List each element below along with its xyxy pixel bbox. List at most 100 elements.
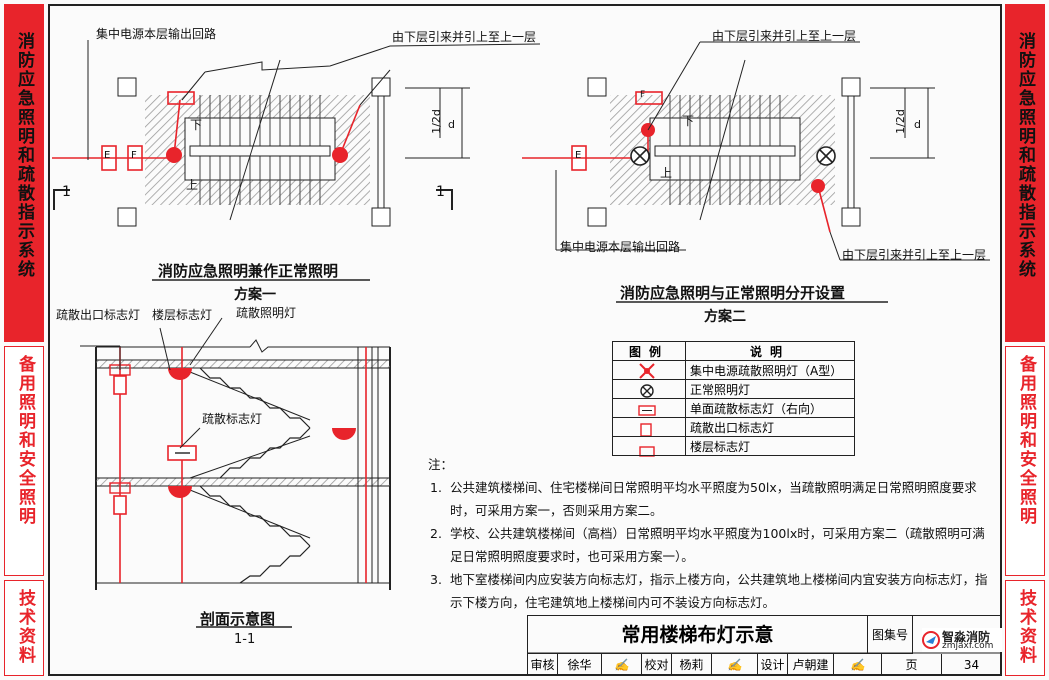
plan1-floor-sign-icon — [167, 91, 195, 105]
plan2-column — [587, 207, 607, 227]
plan2-floor-sign-icon — [635, 91, 663, 105]
watermark-logo: 智淼消防 zmjaxf.com — [922, 628, 1002, 652]
title-block: 常用楼梯布灯示意 图集号 审核 徐华 ✍ 校对 杨莉 ✍ 设计 卢朝建 ✍ 页 … — [527, 615, 1001, 676]
left-sidebar-tech-label: 技术资料 — [15, 589, 35, 665]
plan-scheme-one — [52, 40, 541, 281]
design-label: 设计 — [758, 654, 788, 676]
left-sidebar-section-backup: 备用照明和安全照明 — [4, 346, 44, 576]
section-stair-slope — [189, 435, 311, 479]
check-label: 校对 — [642, 654, 672, 676]
watermark-brand: 智淼消防 — [942, 630, 991, 644]
note-text: 公共建筑楼梯间、住宅楼梯间日常照明平均水平照度为50lx，当疏散照明满足日常照明… — [450, 480, 977, 518]
plan2-circuit-label: 集中电源本层输出回路 — [560, 240, 681, 254]
atlas-number-label: 图集号 — [868, 616, 913, 654]
section-view — [80, 317, 391, 628]
note-item: 1. 公共建筑楼梯间、住宅楼梯间日常照明平均水平照度为50lx，当疏散照明满足日… — [428, 476, 988, 522]
legend-desc: 楼层标志灯 — [685, 436, 855, 456]
page-number: 34 — [963, 658, 980, 672]
section-slab — [95, 477, 391, 487]
checker-signature: ✍ — [712, 654, 758, 676]
plan1-dim-half: 1/2d — [429, 109, 443, 134]
section-exit-sign-label: 疏散出口标志灯 — [56, 308, 141, 322]
right-sidebar-section-tech: 技术资料 — [1005, 580, 1045, 676]
left-sidebar-section-fire: 消防应急照明和疏散指示系统 — [4, 4, 44, 342]
plan1-up-label: 上 — [186, 178, 199, 192]
plan2-dim-half: 1/2d — [893, 109, 907, 134]
left-sidebar-title: 消防应急照明和疏散指示系统 — [14, 32, 34, 279]
section-floor-sign-icon — [109, 482, 131, 494]
section-label-leader — [159, 327, 171, 371]
legend-table: 图例 说明 集中电源疏散照明灯（A型） 正常照明灯 单面疏散标志灯（右向） 疏散… — [612, 341, 855, 456]
legend-symbol-cell — [612, 360, 686, 380]
legend-row: 单面疏散标志灯（右向） — [612, 398, 855, 418]
legend-row: 集中电源疏散照明灯（A型） — [612, 360, 855, 380]
checker-name: 杨莉 — [672, 654, 712, 676]
legend-desc: 单面疏散标志灯（右向） — [685, 398, 855, 418]
note-number: 3. — [430, 572, 442, 587]
legend-row: 楼层标志灯 — [612, 436, 855, 456]
section-stair-slope — [179, 485, 311, 539]
reviewer-name: 徐华 — [558, 654, 602, 676]
legend-header: 图例 说明 — [612, 341, 855, 361]
plan2-normal-light-icon — [630, 146, 650, 166]
right-sidebar-section-backup: 备用照明和安全照明 — [1005, 346, 1045, 576]
right-sidebar-title: 消防应急照明和疏散指示系统 — [1015, 32, 1035, 279]
drawing-frame — [48, 4, 1002, 676]
plan-scheme-two — [522, 41, 990, 303]
designer-signature: ✍ — [834, 654, 882, 676]
plan1-scheme: 方案一 — [234, 287, 276, 303]
section-evacuation-light-icon — [168, 368, 192, 380]
section-evacuation-light-icon — [168, 486, 192, 498]
brand-logo-icon — [922, 631, 940, 649]
legend-header-desc: 说明 — [685, 341, 855, 361]
plan2-leader-line — [647, 41, 701, 131]
plan2-circuit-line — [817, 185, 831, 233]
plan2-sign-f: F — [640, 90, 646, 100]
note-number: 1. — [430, 480, 442, 495]
plan1-circuit-line — [339, 104, 361, 156]
section-stair-slope — [179, 367, 311, 421]
reviewer-signature: ✍ — [602, 654, 642, 676]
left-sidebar-section-tech: 技术资料 — [4, 580, 44, 676]
section-label-leader — [189, 317, 223, 366]
plan2-up-label: 上 — [660, 166, 673, 180]
notes-label: 注： — [428, 457, 454, 472]
plan2-column — [841, 77, 861, 97]
section-caption-sub: 1-1 — [234, 632, 256, 647]
legend-header-symbol: 图例 — [612, 341, 686, 361]
review-label: 审核 — [528, 654, 558, 676]
section-slab — [95, 359, 391, 369]
right-sidebar-backup-label: 备用照明和安全照明 — [1016, 355, 1036, 526]
right-sidebar-section-fire: 消防应急照明和疏散指示系统 — [1005, 4, 1045, 342]
notes-block: 注： 1. 公共建筑楼梯间、住宅楼梯间日常照明平均水平照度为50lx，当疏散照明… — [428, 453, 988, 614]
plan1-column — [117, 77, 137, 97]
plan2-dim-d: d — [914, 118, 921, 131]
plan2-down-label: 下 — [682, 114, 695, 128]
plan2-break-line — [699, 59, 746, 221]
plan1-down-label: 下 — [190, 118, 203, 132]
legend-row: 疏散出口标志灯 — [612, 417, 855, 437]
plan1-circuit-label: 集中电源本层输出回路 — [96, 27, 217, 41]
plan1-leader-line — [181, 71, 206, 101]
section-evac-light-label: 疏散照明灯 — [236, 306, 297, 320]
section-exit-sign-icon — [113, 375, 127, 395]
note-item: 2. 学校、公共建筑楼梯间（高档）日常照明平均水平照度为100lx时，可采用方案… — [428, 522, 988, 568]
plan1-sign-f: F — [131, 150, 137, 161]
plan1-dim-d: d — [448, 118, 455, 131]
section-caption: 剖面示意图 — [200, 610, 276, 628]
right-sidebar-tech-label: 技术资料 — [1016, 589, 1036, 665]
plan1-section-mark-right: 1 — [436, 184, 445, 200]
legend-desc: 疏散出口标志灯 — [685, 417, 855, 437]
plan2-caption: 消防应急照明与正常照明分开设置 — [620, 284, 846, 302]
plan1-section-mark-left: 1 — [62, 184, 71, 200]
plan1-sign-e: E — [104, 150, 111, 161]
section-evac-sign-label: 疏散标志灯 — [202, 412, 263, 426]
section-label-leader — [179, 427, 201, 449]
page-label: 页 — [882, 654, 942, 676]
plan1-column — [371, 77, 391, 97]
section-break-symbol — [249, 339, 390, 353]
plan1-leader-line — [204, 43, 541, 73]
plan1-leader-line — [359, 69, 391, 106]
plan1-break-line — [229, 59, 281, 221]
